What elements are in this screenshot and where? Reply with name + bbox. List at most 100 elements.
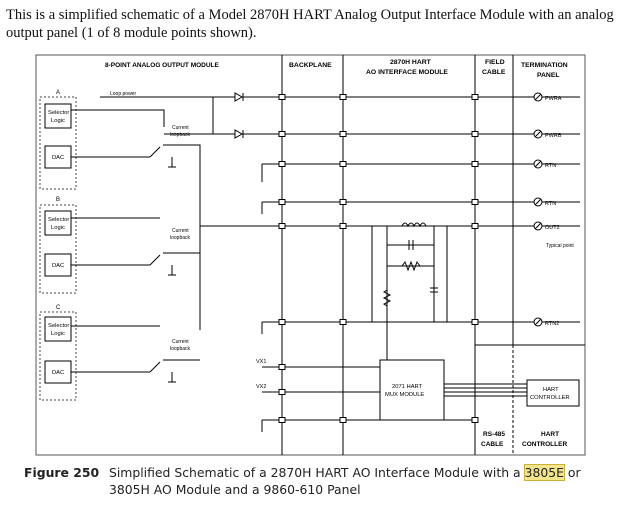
dac-b-label: DAC bbox=[52, 263, 64, 269]
caption-text-before: Simplified Schematic of a 2870H HART AO … bbox=[109, 465, 525, 480]
vx1-label: VX1 bbox=[256, 359, 266, 365]
header-interface-2: AO INTERFACE MODULE bbox=[366, 69, 448, 76]
terminal-rtn-2: RTN bbox=[545, 201, 556, 207]
rs485-label-1: RS-485 bbox=[483, 431, 505, 438]
header-term-1: TERMINATION bbox=[521, 62, 568, 69]
terminal-rtn-1: RTN bbox=[545, 163, 556, 169]
selector-a-2: Logic bbox=[51, 118, 65, 124]
channel-b-box bbox=[39, 204, 77, 294]
header-field-2: CABLE bbox=[482, 69, 506, 76]
terminal-screw-slot bbox=[534, 130, 542, 138]
resistor-symbol bbox=[401, 260, 421, 272]
connector-pin bbox=[471, 94, 479, 100]
mux-label-2: MUX MODULE bbox=[385, 392, 424, 398]
selector-c-1: Selector bbox=[48, 323, 69, 329]
diode-2 bbox=[234, 129, 244, 139]
diode-1 bbox=[234, 92, 244, 102]
mux-label-1: 2071 HART bbox=[392, 384, 423, 390]
connector-pin bbox=[339, 199, 347, 205]
schematic-diagram: 8-POINT ANALOG OUTPUT MODULE BACKPLANE 2… bbox=[35, 54, 586, 456]
connector-pin bbox=[339, 319, 347, 325]
loopback-a-1: Current bbox=[172, 125, 189, 131]
terminal-screw-slot bbox=[534, 318, 542, 326]
bottom-controller-2: CONTROLLER bbox=[522, 441, 567, 448]
selector-logic-a bbox=[44, 103, 72, 129]
selector-b-1: Selector bbox=[48, 217, 69, 223]
connector-pin bbox=[471, 223, 479, 229]
resistor-vertical bbox=[382, 289, 392, 307]
typical-point-label: Typical point bbox=[546, 243, 574, 249]
loopback-a-2: loopback bbox=[170, 132, 191, 138]
connector-pin bbox=[278, 161, 286, 167]
connector-pin bbox=[339, 417, 347, 423]
terminal-screw-slot bbox=[534, 198, 542, 206]
selector-b-2: Logic bbox=[51, 225, 65, 231]
mux-module-box bbox=[379, 359, 445, 421]
schematic-frame bbox=[35, 54, 586, 456]
connector-pin bbox=[471, 417, 479, 423]
channel-a-box bbox=[39, 96, 77, 190]
header-interface-1: 2870H HART bbox=[390, 59, 432, 66]
terminal-screw-slot bbox=[534, 160, 542, 168]
loopback-b-1: Current bbox=[172, 228, 189, 234]
channel-c-letter: C bbox=[56, 305, 61, 311]
channel-c-box bbox=[39, 311, 77, 401]
channel-a-letter: A bbox=[56, 90, 60, 96]
connector-pin bbox=[278, 131, 286, 137]
controller-label-2: CONTROLLER bbox=[530, 395, 570, 401]
intro-text: This is a simplified schematic of a Mode… bbox=[6, 7, 614, 41]
header-term-2: PANEL bbox=[537, 72, 560, 79]
loopback-b-2: loopback bbox=[170, 235, 191, 241]
switch-b bbox=[149, 254, 161, 266]
figure-number: Figure 250 bbox=[24, 465, 100, 480]
channel-b-letter: B bbox=[56, 197, 60, 203]
connector-pin bbox=[339, 94, 347, 100]
bottom-controller-1: HART bbox=[541, 431, 559, 438]
loop-power-label: Loop power bbox=[110, 91, 136, 97]
dac-c-label: DAC bbox=[52, 370, 64, 376]
terminal-pwrb: PWRB bbox=[545, 133, 562, 139]
caption-text-after: or 3805H AO Module and a 9860-610 Panel bbox=[109, 465, 581, 497]
selector-logic-b bbox=[44, 210, 72, 236]
connector-pin bbox=[278, 364, 286, 370]
connector-pin bbox=[471, 319, 479, 325]
connector-pin bbox=[278, 199, 286, 205]
switch-c bbox=[149, 361, 161, 373]
selector-a-1: Selector bbox=[48, 110, 69, 116]
header-backplane: BACKPLANE bbox=[289, 62, 332, 69]
connector-pin bbox=[278, 94, 286, 100]
caption-highlight: 3805E bbox=[523, 464, 565, 481]
connector-pin bbox=[278, 417, 286, 423]
connector-pin bbox=[471, 161, 479, 167]
header-field-1: FIELD bbox=[485, 59, 505, 66]
figure-caption-text: Simplified Schematic of a 2870H HART AO … bbox=[109, 464, 614, 498]
terminal-screw-slot bbox=[534, 93, 542, 101]
loopback-c-1: Current bbox=[172, 339, 189, 345]
inductor-symbol bbox=[401, 222, 427, 228]
terminal-screw-slot bbox=[534, 222, 542, 230]
connector-pin bbox=[471, 131, 479, 137]
wire-a-out bbox=[71, 109, 165, 127]
terminal-rtn2: RTN2 bbox=[545, 321, 559, 327]
controller-label-1: HART bbox=[543, 387, 559, 393]
switch-a bbox=[149, 146, 161, 158]
vx2-label: VX2 bbox=[256, 384, 266, 390]
hart-controller-box bbox=[526, 379, 580, 407]
selector-c-2: Logic bbox=[51, 331, 65, 337]
connector-pin bbox=[471, 199, 479, 205]
connector-pin bbox=[339, 131, 347, 137]
connector-pin bbox=[278, 389, 286, 395]
dac-a-label: DAC bbox=[52, 155, 64, 161]
connector-pin bbox=[339, 161, 347, 167]
connector-pin bbox=[278, 319, 286, 325]
terminal-out2: OUT2 bbox=[545, 225, 560, 231]
wire-a-loop bbox=[163, 144, 201, 330]
connector-pin bbox=[339, 223, 347, 229]
header-module: 8-POINT ANALOG OUTPUT MODULE bbox=[105, 62, 220, 69]
rs485-label-2: CABLE bbox=[481, 441, 504, 448]
loop-power-wire bbox=[100, 96, 214, 134]
terminal-pwra: PWRA bbox=[545, 96, 562, 102]
selector-logic-c bbox=[44, 316, 72, 342]
connector-pin bbox=[278, 223, 286, 229]
loopback-c-2: loopback bbox=[170, 346, 191, 352]
